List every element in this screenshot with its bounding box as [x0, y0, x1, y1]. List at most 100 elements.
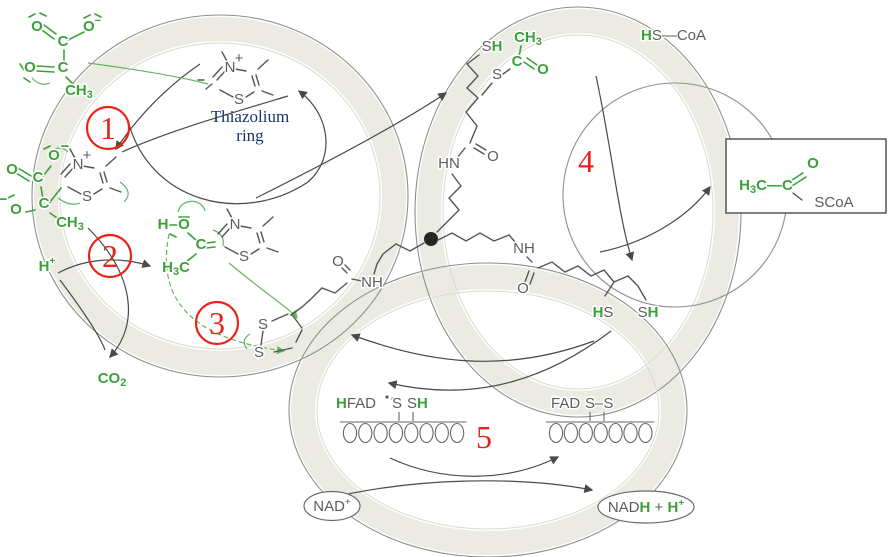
acetylcoa-h3c-c: H3C—C — [739, 177, 793, 196]
coil-loop — [623, 422, 638, 444]
mechanism-arrows — [7, 12, 298, 355]
arrow-step2 — [57, 259, 152, 274]
arrow-co2-b — [59, 279, 106, 351]
coil-loop — [434, 422, 449, 444]
acetyl-c: C — [512, 53, 523, 70]
reaction-arrows — [57, 63, 711, 501]
arrow-step1-b — [121, 95, 289, 153]
step-2-number: 2 — [102, 238, 118, 274]
arrow-step3-solid — [228, 262, 298, 319]
mech-curl-enamine — [212, 229, 224, 247]
lipoyl-sh-top: SH — [482, 38, 503, 55]
adduct-ch3: CH3 — [56, 214, 84, 233]
e2-ring-inner — [442, 34, 714, 390]
arrow-coa-down — [595, 75, 635, 262]
acetyl-ch3: CH3 — [514, 29, 542, 48]
coil-loop — [388, 422, 404, 444]
adduct-minus-left: − — [0, 191, 8, 208]
adduct-minus-top: − — [61, 138, 70, 155]
e1-ring-outline — [31, 14, 409, 378]
step-1-circle — [85, 105, 131, 151]
hydroxyethyl-ring-s: S — [239, 248, 249, 265]
h-plus: H+ — [39, 256, 56, 275]
arrow-e1-to-e2 — [255, 92, 448, 199]
mech-curl-pyruvate — [31, 77, 51, 85]
thiazolium-s: S — [234, 91, 244, 108]
mech-curl-disulfide — [243, 333, 251, 350]
hydroxyethyl-h3c: H3C — [162, 259, 190, 278]
adduct-o1: O — [6, 161, 18, 178]
adduct-o2: O — [48, 147, 60, 164]
thiyl-radical-dot — [391, 397, 395, 401]
pyruvate-o-minus: O− — [83, 15, 101, 35]
dihydrolipoyl-sh: SH — [638, 304, 659, 321]
amide1-hn: HN — [438, 155, 460, 172]
e3-cys-s1: S — [392, 395, 402, 412]
e3-ring-band — [291, 265, 685, 555]
attack-line — [87, 62, 209, 85]
arrow-step3-dashed — [165, 233, 286, 355]
nadh-oval — [597, 490, 695, 524]
arrow-co2 — [87, 227, 130, 358]
acetyl-dihydrolipoamide — [436, 45, 538, 233]
enzyme-rings — [31, 6, 788, 557]
acetyl-o: O — [537, 61, 549, 78]
arm3-nh: NH — [361, 274, 383, 291]
mech-curl-adduct-top — [49, 147, 69, 153]
step-badges — [85, 105, 240, 346]
e3-cys-sh: SH — [407, 395, 428, 412]
hydroxyethyl-tpp — [169, 208, 279, 263]
e2-ring-outline — [414, 6, 742, 418]
step-4-number: 4 — [578, 143, 594, 179]
step-3-circle — [194, 300, 240, 346]
mech-curl-adduct-ring — [119, 181, 129, 203]
coil-loop — [563, 422, 579, 444]
lysine-core-and-arms — [341, 232, 647, 301]
adduct-c2: C — [39, 195, 50, 212]
pyruvate-ch3: CH3 — [65, 82, 93, 101]
dithiolane-s2: S — [254, 344, 264, 361]
pyruvate-o2: O — [24, 59, 36, 76]
pyruvate-o1: O — [31, 18, 43, 35]
pyruvate-c2: C — [58, 59, 69, 76]
arrow-e1-cycle — [127, 90, 327, 205]
hydroxyethyl-h: H — [158, 216, 169, 233]
step-3-number: 3 — [209, 305, 225, 341]
arrow-to-acetylcoa-box — [599, 185, 711, 253]
arrow-e2-to-e1-return — [350, 333, 595, 362]
co2: CO2 — [98, 370, 127, 389]
arrow-to-fad — [387, 330, 612, 391]
adduct-ring-n-plus: + — [83, 147, 92, 164]
e3-ring-inner — [316, 290, 660, 530]
e3-s-s: S–S — [585, 395, 613, 412]
step-1-number: 1 — [100, 110, 116, 146]
e3-ring-outline — [288, 262, 688, 557]
thiazolium-n: N — [225, 59, 236, 76]
lipoyl-attachment-dot — [424, 232, 438, 246]
coil-loop — [373, 422, 388, 444]
nad-plus-label: NAD+ — [313, 497, 351, 515]
amide1-o: O — [487, 148, 499, 165]
arrow-fad-reoxidation — [389, 456, 560, 477]
thiazolium-ring-top — [197, 51, 274, 98]
pyruvate-c1: C — [58, 33, 69, 50]
acetyl-coa-box — [725, 138, 887, 214]
nad-plus-oval — [303, 490, 361, 522]
e3-fad: FAD — [551, 395, 580, 412]
mech-curl-adduct-c2 — [57, 197, 81, 205]
thiazolium-caption-line1: Thiazolium — [211, 107, 289, 126]
mech-curl-hydroxyl — [177, 200, 206, 213]
e3-hfad: HFAD — [336, 395, 376, 412]
acetylcoa-o: O — [807, 155, 819, 172]
arrow-nad-to-nadh — [321, 480, 594, 501]
coil-loop — [638, 422, 653, 444]
adduct-ring-s: S — [82, 188, 92, 205]
coil-loop — [358, 422, 373, 444]
arrow-step1-a — [115, 63, 201, 151]
coil-loop — [449, 422, 465, 444]
cofactor-ovals — [303, 490, 695, 524]
coil-loop — [548, 422, 564, 444]
protein-coils — [340, 421, 655, 444]
e1-ring-inner — [59, 42, 381, 350]
